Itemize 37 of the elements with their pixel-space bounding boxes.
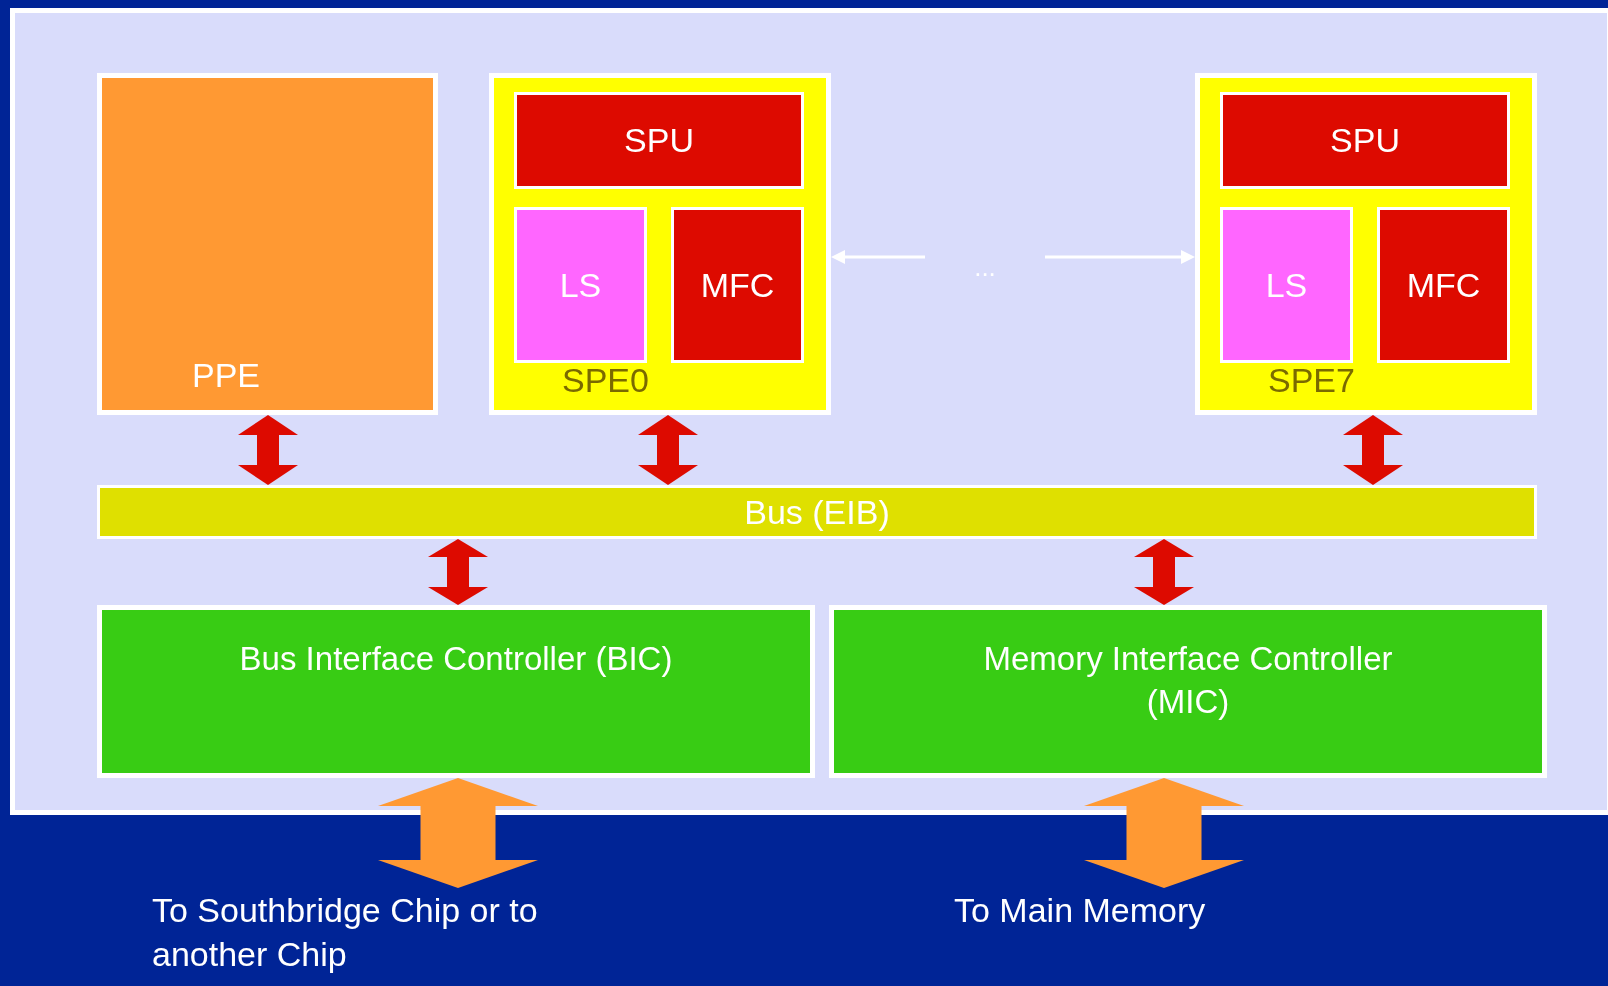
ppe-block xyxy=(97,73,438,415)
block-label: SPE7 xyxy=(1268,360,1355,401)
block-label: LS xyxy=(1265,264,1308,306)
controller-block xyxy=(829,605,1547,778)
block-label: Bus (EIB) xyxy=(744,491,890,533)
ls-block xyxy=(514,207,647,363)
block-label: PPE xyxy=(192,355,261,396)
destination-text: To Main Memory xyxy=(954,890,1206,931)
double-arrow xyxy=(638,415,698,485)
double-arrow xyxy=(1134,539,1194,605)
mfc-block xyxy=(671,207,804,363)
block-label: LS xyxy=(559,264,602,306)
destination-text: To Southbridge Chip or to another Chip xyxy=(152,890,539,976)
bus-bar xyxy=(97,485,1537,539)
double-arrow xyxy=(238,415,298,485)
arrow xyxy=(831,250,925,264)
controller-block xyxy=(97,605,815,778)
arrow xyxy=(1045,250,1195,264)
ellipsis-text: ... xyxy=(974,251,996,285)
double-arrow xyxy=(1343,415,1403,485)
block-label: SPU xyxy=(624,120,694,162)
ls-block xyxy=(1220,207,1353,363)
block-label: MFC xyxy=(700,264,775,306)
spu-block xyxy=(514,92,804,189)
double-arrow xyxy=(428,539,488,605)
block-label: SPU xyxy=(1330,120,1400,162)
block-label: Bus Interface Controller (BIC) xyxy=(239,639,673,679)
double-arrow xyxy=(378,778,538,888)
block-label: SPE0 xyxy=(562,360,649,401)
block-label: Memory Interface Controller (MIC) xyxy=(982,639,1394,722)
block-label: MFC xyxy=(1406,264,1481,306)
spu-block xyxy=(1220,92,1510,189)
mfc-block xyxy=(1377,207,1510,363)
chip-panel xyxy=(10,8,1608,815)
spe-block xyxy=(1195,73,1537,415)
spe-block xyxy=(489,73,831,415)
double-arrow xyxy=(1084,778,1244,888)
